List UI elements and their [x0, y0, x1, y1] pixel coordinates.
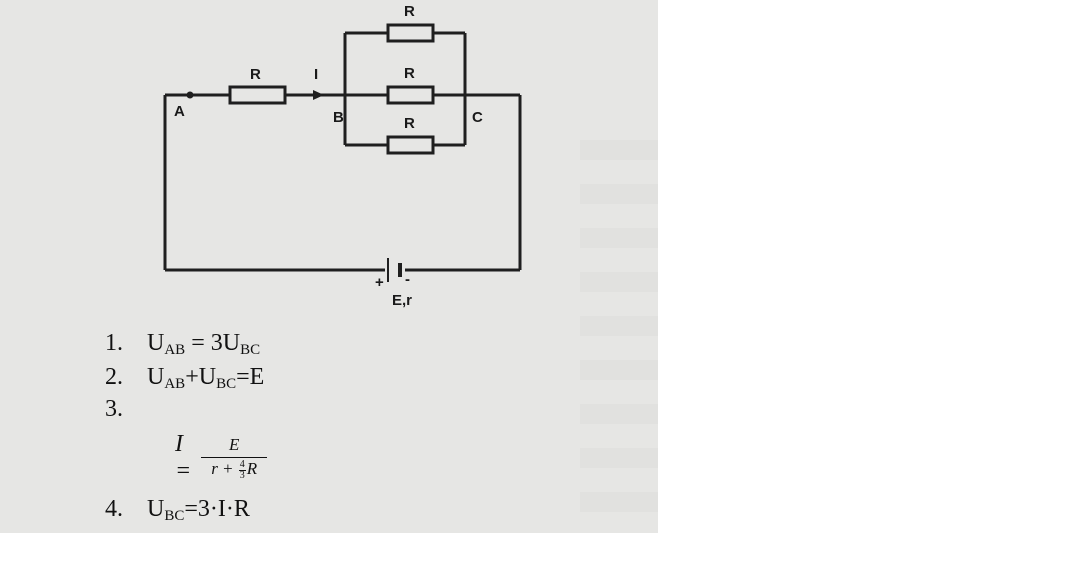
resistor-top — [386, 23, 435, 43]
mini-numerator: 4 — [239, 458, 245, 470]
resistor-label-series: R — [250, 66, 261, 83]
subscript: BC — [216, 376, 237, 392]
statement-text: U — [147, 496, 165, 522]
subscript: AB — [164, 376, 186, 392]
statement-text: U — [147, 364, 165, 390]
statement-text: = 3U — [185, 330, 241, 356]
statement-1: 1. UAB = 3UBC — [105, 330, 261, 358]
source-label: E,r — [392, 292, 412, 309]
resistor-bottom — [386, 135, 435, 155]
statement-number: 2. — [105, 364, 123, 390]
resistor-middle — [386, 85, 435, 105]
circuit-diagram: R R R R I A B C + - E,r — [163, 3, 522, 309]
subscript: AB — [164, 342, 186, 358]
statement-number: 3. — [105, 396, 123, 422]
subscript: BC — [240, 342, 261, 358]
statement-number: 1. — [105, 330, 123, 356]
mini-denominator: 3 — [239, 469, 245, 481]
fraction-bar — [201, 457, 268, 459]
statement-3: 3. — [105, 396, 147, 423]
node-a-label: A — [174, 103, 185, 120]
battery-plus-label: + — [375, 274, 384, 291]
statement-text: U — [147, 330, 165, 356]
denominator-text: r + — [211, 459, 238, 479]
resistor-label-top: R — [404, 3, 415, 20]
statement-number: 4. — [105, 496, 123, 522]
bleed-through-text — [580, 140, 658, 533]
resistor-label-bottom: R — [404, 115, 415, 132]
resistor-series — [228, 85, 287, 105]
statement-text: =3·I·R — [184, 496, 250, 522]
battery-minus-label: - — [405, 271, 410, 288]
formula-numerator: E — [228, 435, 240, 455]
mini-bar — [238, 469, 246, 471]
current-arrow — [313, 90, 324, 100]
statement-text: +U — [185, 364, 217, 390]
node-c-label: C — [472, 109, 483, 126]
current-label: I — [314, 66, 318, 83]
formula-lhs: I = — [175, 431, 192, 484]
node-b-label: B — [333, 109, 344, 126]
scanned-page: R R R R I A B C + - E,r 1.UAB = 3UBC 2.U… — [0, 0, 658, 533]
statement-4: 4. UBC=3·I·R — [105, 496, 250, 524]
resistor-label-middle: R — [404, 65, 415, 82]
statement-2: 2. UAB+UBC=E — [105, 364, 265, 392]
denominator-text: R — [246, 459, 258, 479]
node-a-dot — [186, 91, 194, 99]
statement-text: =E — [236, 364, 265, 390]
subscript: BC — [164, 508, 185, 524]
